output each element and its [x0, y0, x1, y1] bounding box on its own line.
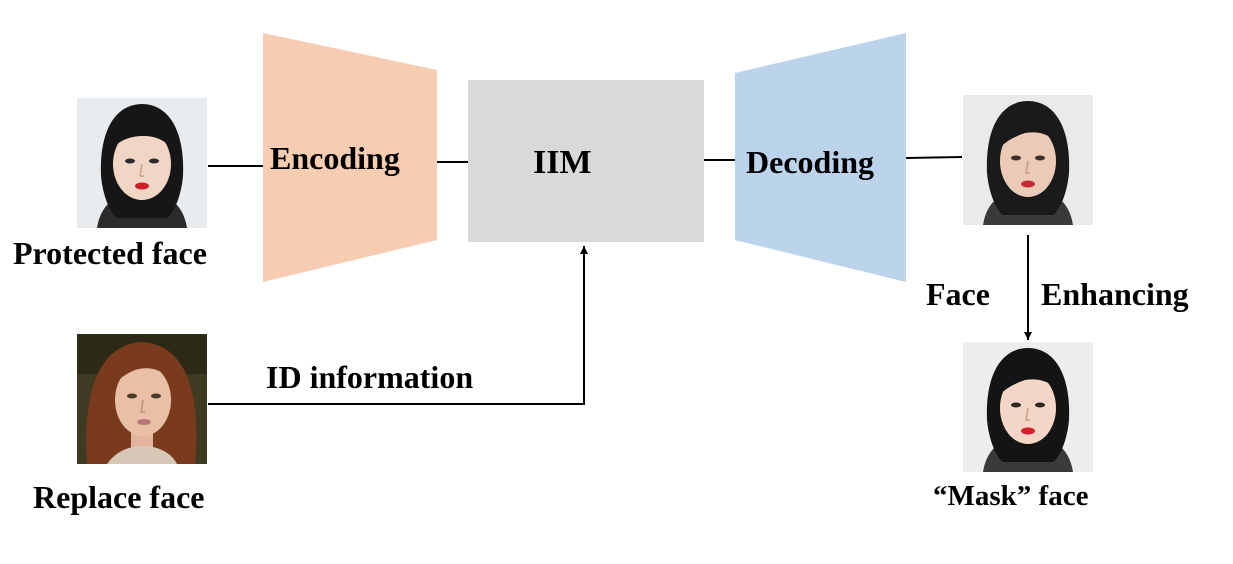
id-information-label: ID information — [266, 359, 474, 395]
decoder-block — [735, 33, 906, 282]
encoder-block — [263, 33, 437, 282]
encoding-label: Encoding — [270, 140, 400, 176]
iim-label: IIM — [533, 144, 592, 181]
protected-face-label: Protected face — [13, 235, 207, 271]
decoded-face-photo — [963, 95, 1093, 225]
face-label: Face — [926, 276, 990, 312]
decoding-label: Decoding — [746, 144, 874, 180]
id-information-arrow — [208, 246, 588, 405]
protected-face-photo — [77, 98, 207, 228]
enhancing-label: Enhancing — [1041, 276, 1189, 312]
mask-face-photo — [963, 342, 1093, 472]
decoder-to-output-face-line — [905, 156, 963, 159]
replace-face-photo — [77, 334, 207, 464]
mask-face-label: “Mask” face — [933, 480, 1089, 512]
iim-block — [468, 80, 704, 242]
replace-face-label: Replace face — [33, 479, 205, 515]
